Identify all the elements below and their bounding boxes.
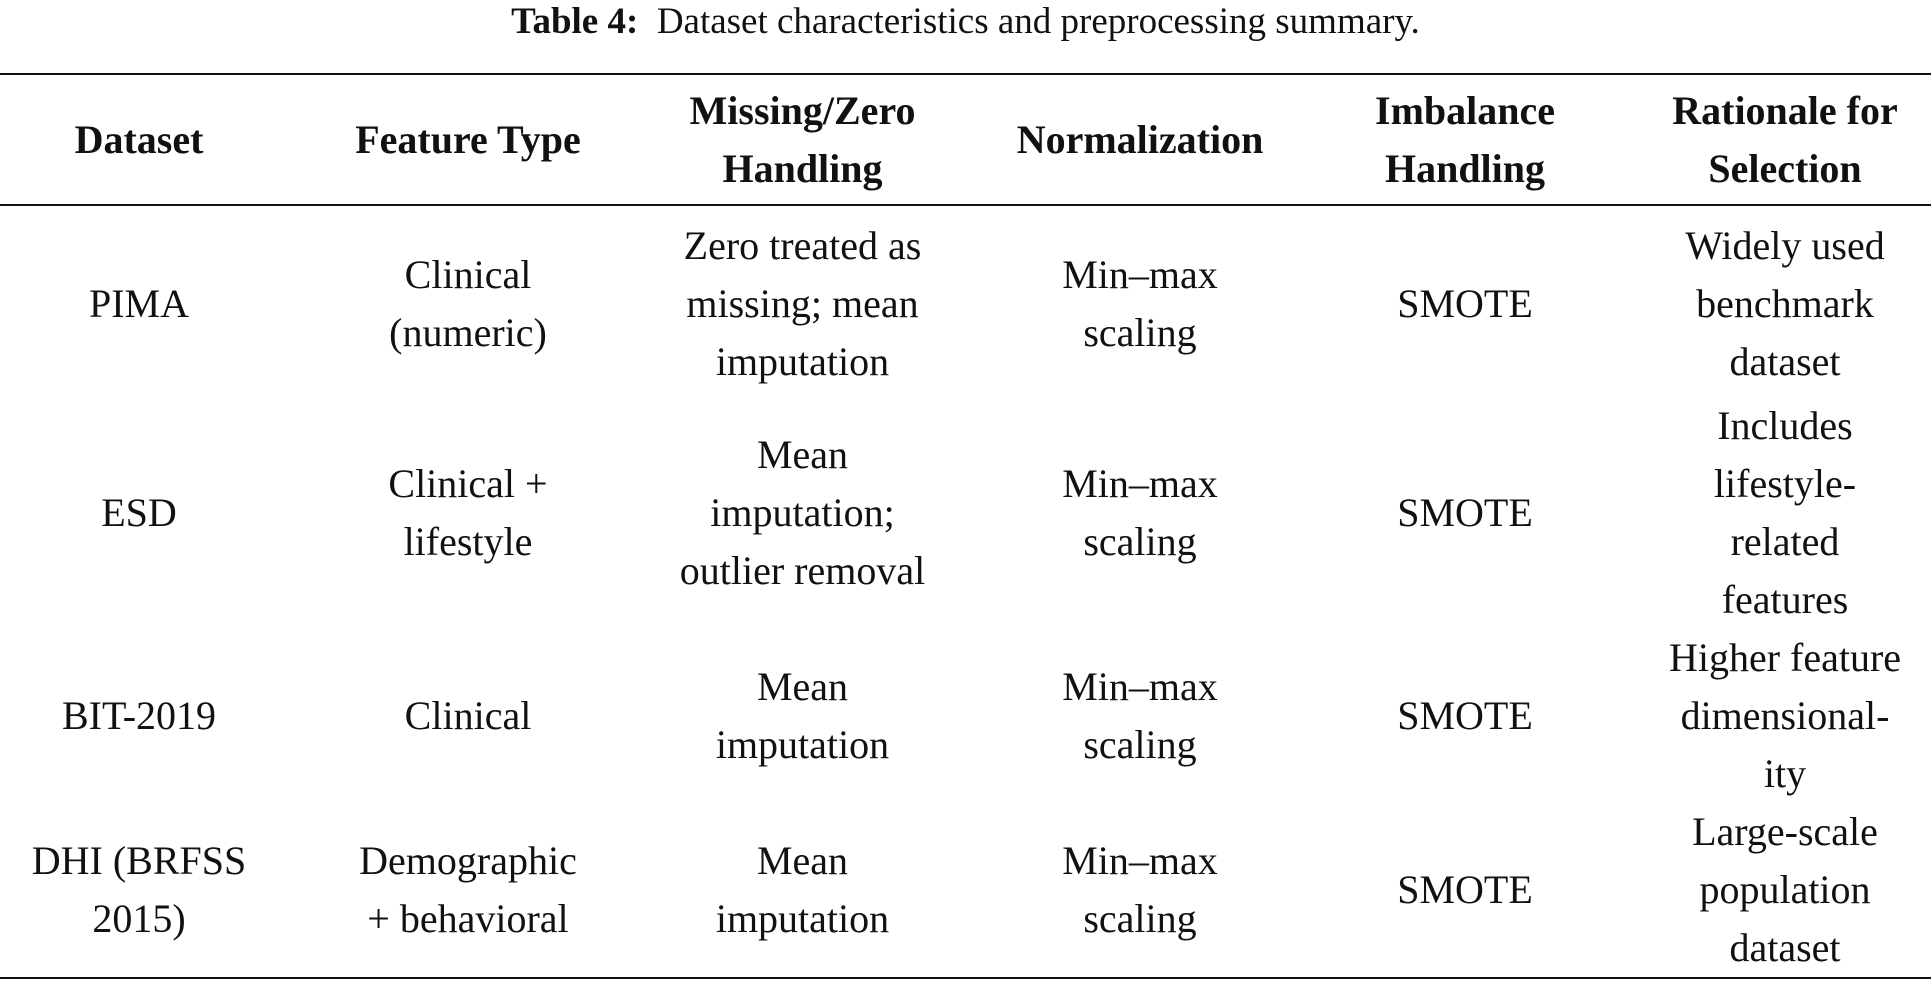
table-header-rule	[0, 204, 1931, 206]
table-row: DHI (BRFSS 2015) Demographic + behaviora…	[0, 803, 1931, 977]
cell-normalization: Min–max scaling	[1062, 252, 1218, 355]
cell-imbalance-handling: SMOTE	[1397, 867, 1533, 912]
cell-dataset: BIT-2019	[61, 693, 217, 738]
cell-feature-type: Demographic + behavioral	[359, 838, 577, 941]
cell-dataset: DHI (BRFSS 2015)	[31, 838, 247, 941]
cell-dataset: ESD	[101, 490, 177, 535]
cell-missing-zero-handling: Mean imputation; outlier removal	[679, 432, 926, 593]
header-feature-type: Feature Type	[355, 117, 581, 162]
cell-missing-zero-handling: Mean imputation	[715, 838, 890, 941]
cell-imbalance-handling: SMOTE	[1397, 490, 1533, 535]
table-caption: Table 4: Dataset characteristics and pre…	[0, 2, 1931, 42]
table-header-row: Dataset Feature Type Missing/Zero Handli…	[0, 79, 1931, 201]
cell-normalization: Min–max scaling	[1062, 664, 1218, 767]
header-imbalance-handling: Imbalance Handling	[1375, 88, 1555, 191]
cell-feature-type: Clinical (numeric)	[389, 252, 547, 355]
cell-rationale: Large-scale population dataset	[1692, 809, 1878, 970]
cell-normalization: Min–max scaling	[1062, 461, 1218, 564]
cell-rationale: Higher feature dimensional- ity	[1668, 635, 1902, 796]
cell-feature-type: Clinical	[404, 693, 532, 738]
cell-missing-zero-handling: Zero treated as missing; mean imputation	[683, 223, 922, 384]
table-caption-label: Table 4:	[511, 1, 639, 42]
cell-imbalance-handling: SMOTE	[1397, 693, 1533, 738]
header-rationale: Rationale for Selection	[1672, 88, 1898, 191]
table-bottom-rule	[0, 977, 1931, 979]
header-missing-zero-handling: Missing/Zero Handling	[689, 88, 916, 191]
cell-normalization: Min–max scaling	[1062, 838, 1218, 941]
cell-imbalance-handling: SMOTE	[1397, 281, 1533, 326]
cell-rationale: Widely used benchmark dataset	[1685, 223, 1885, 384]
table-row: PIMA Clinical (numeric) Zero treated as …	[0, 211, 1931, 397]
cell-rationale: Includes lifestyle- related features	[1713, 403, 1857, 622]
table-row: BIT-2019 Clinical Mean imputation Min–ma…	[0, 629, 1931, 803]
table-row: ESD Clinical + lifestyle Mean imputation…	[0, 397, 1931, 629]
cell-feature-type: Clinical + lifestyle	[388, 461, 548, 564]
table-caption-text: Dataset characteristics and preprocessin…	[656, 1, 1420, 42]
cell-missing-zero-handling: Mean imputation	[715, 664, 890, 767]
header-dataset: Dataset	[74, 117, 204, 162]
cell-dataset: PIMA	[88, 281, 190, 326]
header-normalization: Normalization	[1016, 117, 1264, 162]
table-top-rule	[0, 73, 1931, 75]
